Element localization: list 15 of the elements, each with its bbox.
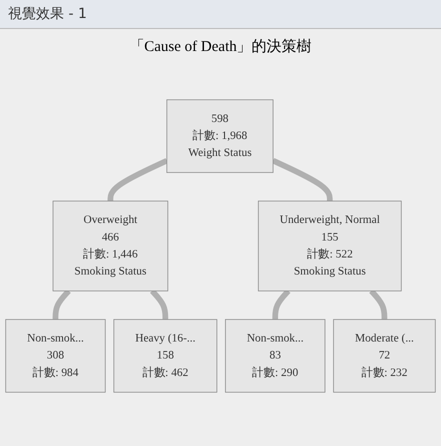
connector [52, 289, 71, 320]
diagram-title: 「Cause of Death」的決策樹 [128, 38, 313, 56]
connector [272, 158, 333, 202]
node-box: Non-smok... 308 計數: 984 [5, 319, 106, 393]
connector [369, 289, 388, 320]
node-box: Heavy (16-... 158 計數: 462 [113, 319, 218, 393]
node-box: Overweight 466 計數: 1,446 Smoking Status [52, 200, 168, 292]
connector [108, 158, 168, 202]
node-box: 598 計數: 1,968 Weight Status [166, 99, 274, 173]
connector [272, 289, 290, 320]
connector [150, 289, 168, 320]
node-box: Non-smok... 83 計數: 290 [225, 319, 326, 393]
window-title: 視覺效果 - 1 [8, 5, 87, 23]
node-box: Moderate (... 72 計數: 232 [333, 319, 436, 393]
node-box: Underweight, Normal 155 計數: 522 Smoking Status [258, 200, 402, 292]
